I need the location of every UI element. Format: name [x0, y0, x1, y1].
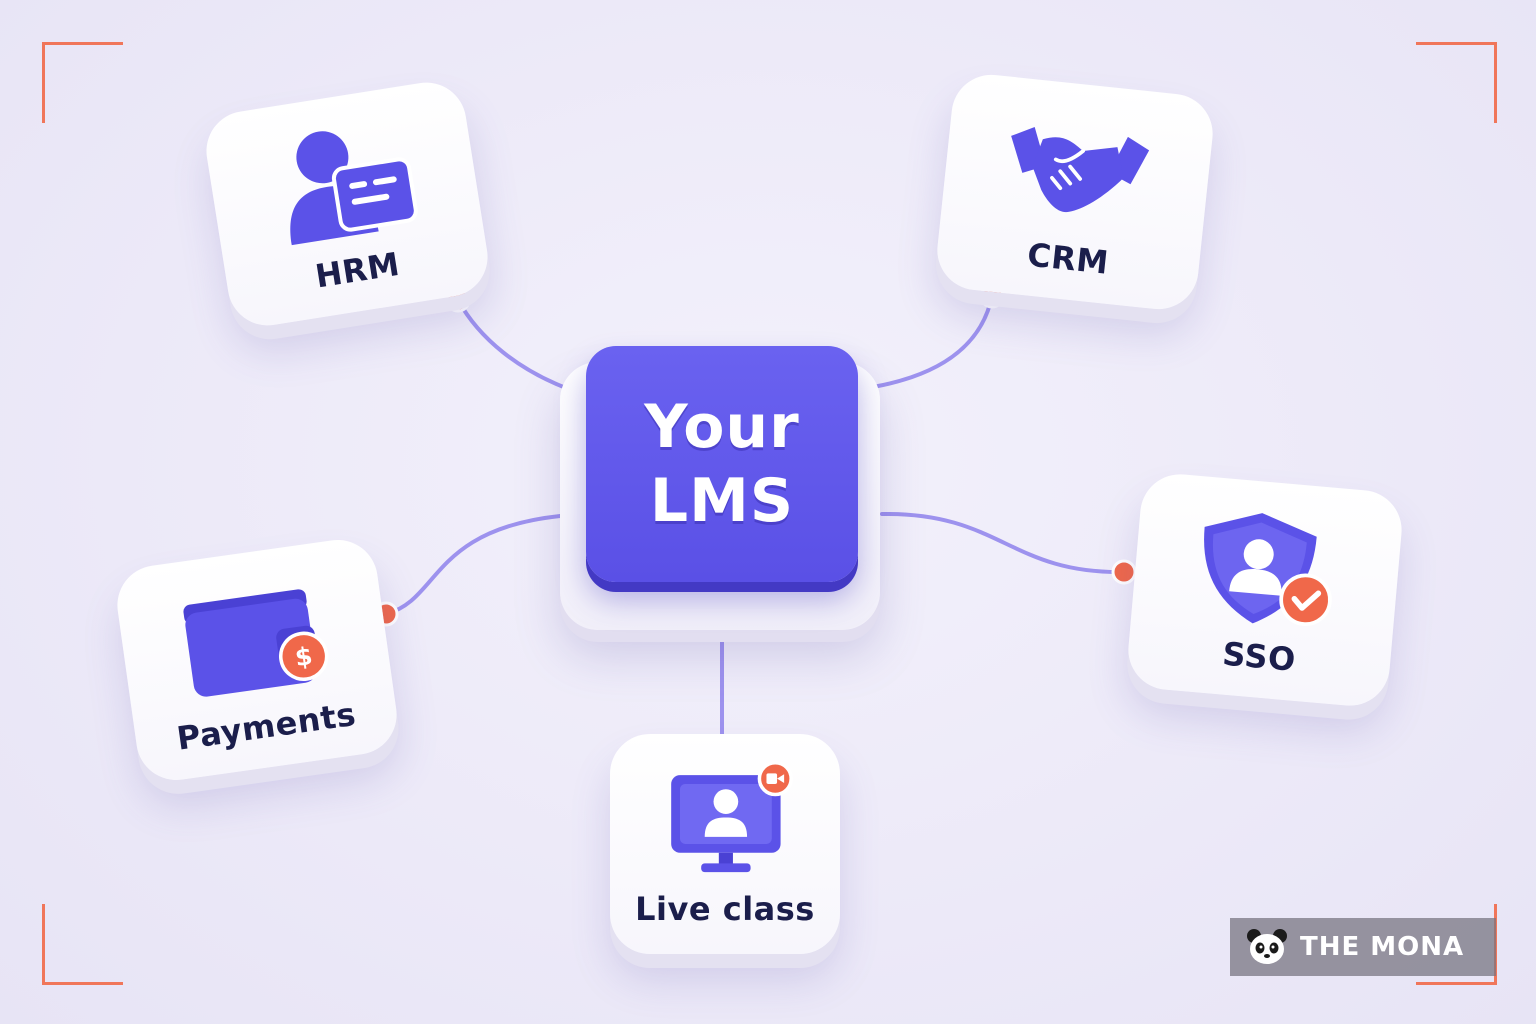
monitor-video-icon	[650, 756, 800, 886]
hub-your-lms[interactable]: Your LMS	[586, 346, 858, 582]
node-crm[interactable]: CRM	[933, 70, 1217, 314]
node-live-class[interactable]: Live class	[610, 734, 840, 954]
node-payments[interactable]: $ Payments	[112, 534, 402, 786]
watermark-text: THE MONA	[1300, 932, 1465, 962]
node-label-live-class: Live class	[635, 890, 815, 928]
connector-crm	[876, 294, 994, 388]
panda-icon	[1247, 929, 1287, 964]
connector-sso	[880, 511, 1126, 575]
frame-corner-bottom-left	[42, 904, 123, 985]
node-hrm[interactable]: HRM	[200, 76, 494, 332]
hub-title-line-2: LMS	[649, 466, 795, 536]
watermark: THE MONA	[1230, 918, 1496, 976]
connector-dot-sso	[1111, 559, 1137, 585]
id-card-person-icon	[259, 107, 427, 259]
svg-text:$: $	[293, 641, 314, 672]
connector-hrm	[456, 298, 568, 390]
frame-corner-top-left	[42, 42, 123, 123]
wallet-dollar-icon: $	[171, 564, 338, 714]
node-label-sso: SSO	[1220, 634, 1298, 679]
frame-corner-top-right	[1416, 42, 1497, 123]
node-sso[interactable]: SSO	[1125, 470, 1405, 710]
shield-user-check-icon	[1186, 498, 1347, 641]
connector-payments	[384, 514, 562, 616]
node-label-crm: CRM	[1025, 235, 1111, 282]
hub-title-line-1: Your	[644, 392, 800, 462]
node-label-hrm: HRM	[312, 244, 403, 296]
handshake-icon	[996, 99, 1159, 244]
